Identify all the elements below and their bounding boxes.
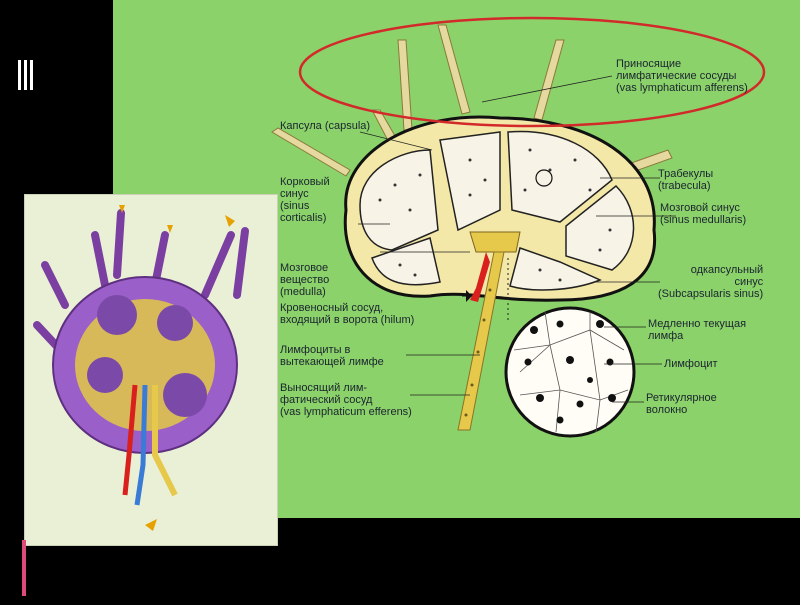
label-cortical-sinus: Корковый синус (sinus corticalis) <box>280 176 330 224</box>
label-efferent: Выносящий лим- фатический сосуд (vas lym… <box>280 382 412 418</box>
purple-vessels <box>33 209 249 359</box>
efferent-yellow <box>152 385 178 497</box>
label-afferent: Приносящие лимфатические сосуды (vas lym… <box>616 58 748 94</box>
lymph-node-illustration <box>24 194 278 546</box>
follicle-1 <box>97 295 137 335</box>
highlight-ellipse <box>298 16 766 128</box>
leader-lines <box>358 75 676 403</box>
hilum <box>469 231 521 253</box>
flow-arrow-icon <box>466 290 472 302</box>
vein <box>134 384 148 506</box>
magnified-sinus-circle <box>504 306 636 438</box>
label-blood-vessel: Кровеносный сосуд, входящий в ворота (hi… <box>280 302 415 326</box>
pink-accent-bar <box>22 540 26 596</box>
label-subcapsular-sinus: одкапсульный синус (Subcapsularis sinus) <box>658 264 764 300</box>
left-decor-stripes <box>18 0 36 600</box>
lymphocyte-dots <box>524 320 616 424</box>
label-trabecula: Трабекулы (trabecula) <box>658 168 714 192</box>
label-lymphocytes-in-lymph: Лимфоциты в вытекающей лимфе <box>280 344 384 368</box>
label-lymphocytes: Лимфоцит <box>664 358 718 370</box>
efferent-vessel <box>457 251 505 431</box>
artery <box>122 384 138 496</box>
lymphoid-texture <box>378 148 612 282</box>
follicle-3 <box>87 357 123 393</box>
magnified-region-marker <box>535 169 553 187</box>
afferent-vessels <box>271 24 673 181</box>
label-reticular-fiber: Ретикулярное волокно <box>646 392 717 416</box>
follicle-4 <box>163 373 207 417</box>
lobules <box>359 130 635 291</box>
label-slow-lymph: Медленно текущая лимфа <box>648 318 747 342</box>
label-capsule: Капсула (capsula) <box>280 120 371 132</box>
blood-vessel <box>470 252 490 302</box>
follicle-2 <box>157 305 193 341</box>
label-medulla: Мозговое вещество (medulla) <box>280 262 330 298</box>
label-medullary-sinus: Мозговой синус (sinus medullaris) <box>660 202 747 226</box>
flow-arrow-icon <box>145 519 157 531</box>
